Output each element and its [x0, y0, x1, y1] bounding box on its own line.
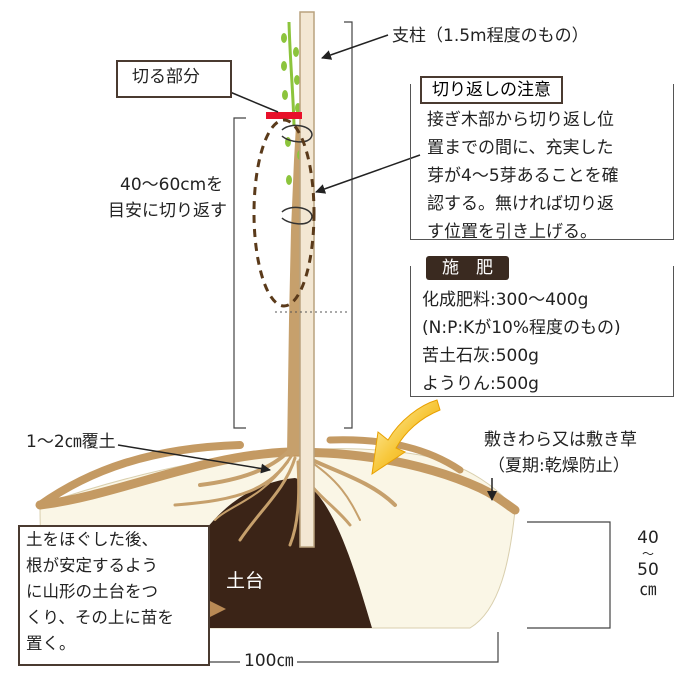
cut-back-line-1: 40〜60cmを — [120, 175, 224, 195]
cut-mark — [266, 112, 302, 119]
fertilizer-line: ようりん:500g — [422, 374, 539, 394]
fertilizer-arrow — [371, 399, 441, 476]
tie-lower — [281, 206, 313, 225]
soil-note-pointer — [208, 600, 226, 618]
fertilizer-box — [410, 266, 674, 397]
soil-note-line: 置く。 — [26, 634, 76, 653]
height-value-bottom: 50 — [637, 560, 659, 580]
cut-back-line-2: 目安に切り返す — [108, 201, 227, 221]
caution-line: 芽が4〜5芽あることを確 — [427, 166, 619, 186]
height-tilde: 〜 — [641, 547, 654, 561]
cut-part-label: 切る部分 — [132, 67, 200, 87]
stake — [299, 11, 315, 548]
mound-label: 土台 — [226, 570, 265, 592]
tie-upper — [281, 124, 313, 143]
caution-line: 認する。無ければ切り返 — [427, 194, 614, 214]
height-label: 40 〜 50 ㎝ — [628, 528, 668, 600]
height-unit: ㎝ — [639, 580, 657, 600]
cut-back-bracket — [233, 117, 246, 429]
soil-note-text: 土をほぐした後、 根が安定するよう に山形の土台をつ くり、その上に苗を 置く。 — [26, 527, 174, 657]
mulch-line-left — [36, 441, 244, 509]
soil-note-line: 根が安定するよう — [26, 556, 158, 575]
mulch-line-1: 敷きわら又は敷き草 — [484, 430, 637, 450]
fertilizer-line: (N:P:Kが10%程度のもの) — [422, 318, 621, 338]
caution-text: 接ぎ木部から切り返し位 置までの間に、充実した 芽が4〜5芽あることを確 認する… — [427, 106, 619, 246]
mulch-line-2: （夏期:乾燥防止） — [488, 456, 630, 476]
roots — [173, 448, 397, 547]
stake-bracket — [344, 21, 353, 429]
fertilizer-title: 施 肥 — [426, 256, 509, 281]
caution-zone — [252, 118, 316, 308]
soil-note-line: に山形の土台をつ — [26, 582, 158, 601]
soil-mound — [195, 478, 372, 628]
cut-part-box — [116, 60, 232, 98]
fertilizer-line: 化成肥料:300〜400g — [422, 290, 589, 310]
stake-label: 支柱（1.5m程度のもの） — [392, 26, 589, 46]
mulch-line-right — [326, 436, 464, 474]
fertilizer-text: 化成肥料:300〜400g (N:P:Kが10%程度のもの) 苦土石灰:500g… — [422, 286, 621, 398]
height-value-top: 40 — [637, 528, 659, 548]
caution-line: す位置を引き上げる。 — [427, 222, 597, 242]
caution-line: 置までの間に、充実した — [427, 138, 614, 158]
cover-pointer — [117, 444, 271, 474]
caution-box — [410, 84, 674, 240]
depth-bracket — [527, 521, 611, 629]
shoot — [287, 21, 296, 126]
cover-soil-label: 1〜2㎝覆土 — [26, 432, 116, 452]
caution-line: 接ぎ木部から切り返し位 — [427, 110, 614, 130]
soil-note-box — [18, 525, 210, 666]
caution-pointer — [315, 154, 421, 194]
stake-pointer — [321, 34, 389, 60]
caution-title: 切り返しの注意 — [420, 76, 563, 105]
fertilizer-line: 苦土石灰:500g — [422, 346, 539, 366]
width-label: 100㎝ — [240, 651, 298, 672]
soil-note-line: くり、その上に苗を — [26, 608, 174, 627]
cut-pointer — [229, 91, 279, 113]
soil-note-line: 土をほぐした後、 — [26, 530, 158, 549]
